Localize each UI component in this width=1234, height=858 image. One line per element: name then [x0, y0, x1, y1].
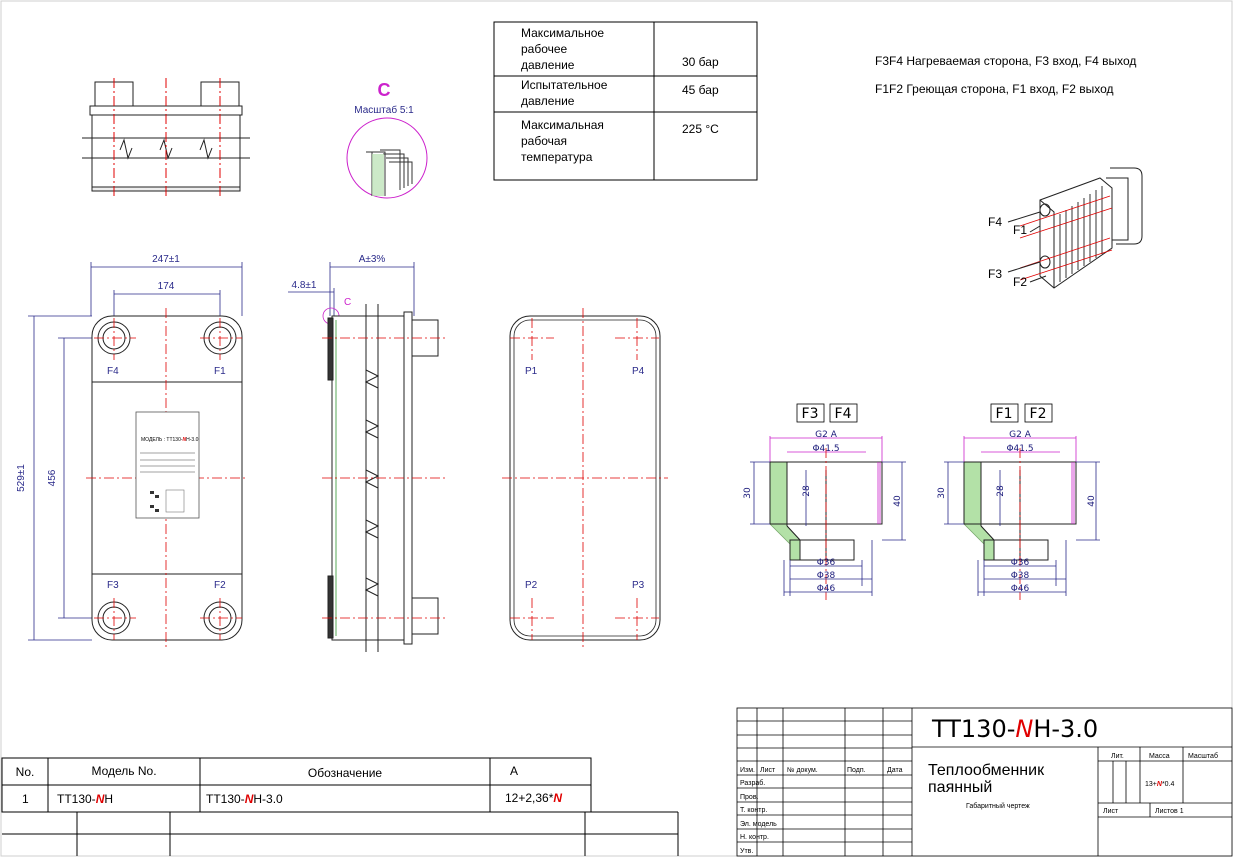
- rev-header-doc: № докум.: [787, 767, 818, 774]
- tb-mass-value: 13+N*0.4: [1145, 781, 1174, 788]
- section2-h28: 28: [996, 485, 1006, 497]
- section-f3-f4: F3 F4 G2 A Φ41.5: [743, 403, 906, 600]
- section1-h30: 30: [743, 487, 753, 499]
- section2-d36: Φ36: [1011, 558, 1030, 568]
- back-port-p3: P3: [632, 580, 645, 591]
- bom-header-no: No.: [16, 765, 35, 779]
- role-model: Эл. модель: [740, 821, 777, 828]
- rev-header-list: Лист: [760, 767, 776, 774]
- role-developer: Разраб.: [740, 779, 765, 787]
- back-port-p4: P4: [632, 366, 645, 377]
- tb-sheets: Листов 1: [1155, 808, 1184, 815]
- bom-row-a: 12+2,36*N: [505, 791, 562, 805]
- role-norm-control: Н. контр.: [740, 834, 769, 841]
- dim-height-outer: 529±1: [16, 464, 27, 492]
- section2-d46: Φ46: [1011, 584, 1030, 594]
- back-port-p1: P1: [525, 366, 538, 377]
- note-heating-side: F1F2 Греющая сторона, F1 вход, F2 выход: [875, 82, 1114, 96]
- detail-c: C Масштаб 5:1: [346, 80, 428, 199]
- tb-mass: Масса: [1149, 753, 1170, 760]
- spec-value-test-pressure: 45 бар: [682, 83, 719, 97]
- back-port-p2: P2: [525, 580, 538, 591]
- rev-header-sign: Подп.: [847, 767, 866, 774]
- section2-tag-a: F1: [996, 406, 1013, 422]
- iso-label-f4: F4: [988, 215, 1002, 229]
- dim-depth: A±3%: [359, 254, 386, 265]
- section1-d36: Φ36: [817, 558, 836, 568]
- section1-h40: 40: [893, 495, 903, 507]
- product-name-line1: Теплообменник: [928, 762, 1045, 779]
- section1-d38: Φ38: [817, 571, 836, 581]
- bom-header-designation: Обозначение: [308, 766, 383, 780]
- bom-header-a: A: [510, 764, 518, 778]
- tb-sheet: Лист: [1103, 808, 1119, 815]
- drawing-subtitle: Габаритный чертеж: [966, 802, 1030, 810]
- iso-label-f1: F1: [1013, 223, 1027, 237]
- front-port-f4: F4: [107, 366, 119, 377]
- bom-table: No. Модель No. Обозначение A 1 TT130-NH …: [1, 757, 679, 856]
- spec-value-max-temp: 225 °C: [682, 122, 719, 136]
- iso-label-f3: F3: [988, 267, 1002, 281]
- section1-h28: 28: [802, 485, 812, 497]
- role-approved: Утв.: [740, 848, 753, 855]
- dim-width-inner: 174: [158, 281, 175, 292]
- section2-thread: G2 A: [1009, 430, 1032, 440]
- dim-height-inner: 456: [47, 469, 58, 486]
- front-port-f3: F3: [107, 580, 119, 591]
- product-name-line2: паянный: [928, 779, 992, 796]
- nameplate: МОДЕЛЬ : TT130-NH-3.0: [135, 411, 200, 519]
- drawing-code: TT130-NH-3.0: [931, 715, 1098, 743]
- bom-row-designation: TT130-NH-3.0: [206, 792, 283, 806]
- front-port-f2: F2: [214, 580, 226, 591]
- rev-header-date: Дата: [887, 767, 903, 774]
- section1-tag-b: F4: [835, 406, 852, 422]
- section2-tag-b: F2: [1030, 406, 1047, 422]
- note-heated-side: F3F4 Нагреваемая сторона, F3 вход, F4 вы…: [875, 54, 1136, 68]
- bom-row-no: 1: [22, 792, 29, 806]
- front-view: 247±1 174 529±1 456 F4 F1 F3 F2: [16, 254, 248, 648]
- front-port-f1: F1: [214, 366, 226, 377]
- role-checker: Пров.: [740, 794, 759, 801]
- side-view: A±3% 4.8±1 C: [288, 254, 448, 652]
- role-tech-control: Т. контр.: [740, 807, 767, 814]
- iso-label-f2: F2: [1013, 275, 1027, 289]
- nameplate-model: МОДЕЛЬ : TT130-NH-3.0: [141, 437, 199, 443]
- tb-lit: Лит.: [1111, 753, 1124, 760]
- title-block: Изм. Лист № докум. Подп. Дата Разраб. Пр…: [736, 707, 1233, 857]
- spec-value-max-pressure: 30 бар: [682, 55, 719, 69]
- section1-tag-a: F3: [802, 406, 819, 422]
- tb-scale: Масштаб: [1188, 752, 1218, 760]
- section2-h40: 40: [1087, 495, 1097, 507]
- bom-row-model: TT130-NH: [57, 792, 113, 806]
- back-view: P1 P4 P2 P3: [502, 308, 668, 648]
- detail-scale: Масштаб 5:1: [354, 104, 414, 116]
- rev-header-izm: Изм.: [740, 767, 755, 774]
- section-f1-f2: F1 F2 G2 A Φ41.5: [937, 403, 1100, 600]
- iso-view: [1007, 167, 1143, 289]
- section1-thread: G2 A: [815, 430, 838, 440]
- section2-d38: Φ38: [1011, 571, 1030, 581]
- section1-d46: Φ46: [817, 584, 836, 594]
- detail-c-marker-label: C: [344, 297, 351, 308]
- section2-h30: 30: [937, 487, 947, 499]
- dim-thickness: 4.8±1: [292, 280, 317, 291]
- dim-width-outer: 247±1: [152, 254, 180, 265]
- detail-letter: C: [378, 80, 391, 100]
- top-side-view: [82, 78, 250, 198]
- bom-header-model: Модель No.: [91, 764, 156, 778]
